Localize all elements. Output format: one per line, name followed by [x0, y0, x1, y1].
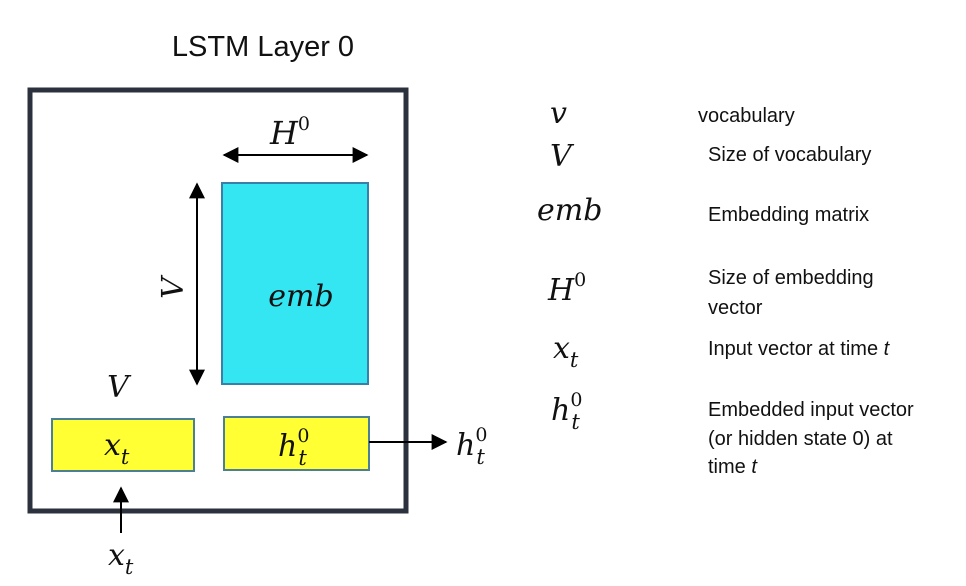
legend: v vocabulary V Size of vocabulary emb Em… [537, 96, 914, 478]
legend-symbol: xt [553, 331, 579, 372]
input-vector-box [51, 418, 195, 472]
embedding-matrix-label: emb [268, 279, 333, 314]
embedding-width-label: H0 [269, 113, 310, 152]
diagram-title: LSTM Layer 0 [172, 31, 354, 63]
hidden-state-box [223, 416, 370, 471]
legend-symbol: H0 [547, 269, 586, 308]
embedding-matrix [221, 182, 369, 385]
legend-symbol: emb [537, 193, 602, 228]
legend-description: (or hidden state 0) at [708, 428, 893, 450]
legend-symbol: V [550, 139, 575, 174]
legend-description: vector [708, 297, 763, 319]
legend-description: Size of embedding [708, 267, 874, 289]
legend-description: vocabulary [698, 105, 795, 127]
input-label: xt [108, 538, 134, 579]
input-vector-label: xt [104, 428, 130, 469]
legend-description: Embedding matrix [708, 204, 869, 226]
legend-description: time t [708, 456, 758, 478]
legend-description: Embedded input vector [708, 399, 914, 421]
input-size-label: V [107, 370, 132, 405]
legend-description: Input vector at time t [708, 338, 891, 360]
vocab-height-label: V [156, 274, 191, 299]
legend-symbol: v [550, 96, 567, 131]
legend-description: Size of vocabulary [708, 144, 871, 166]
